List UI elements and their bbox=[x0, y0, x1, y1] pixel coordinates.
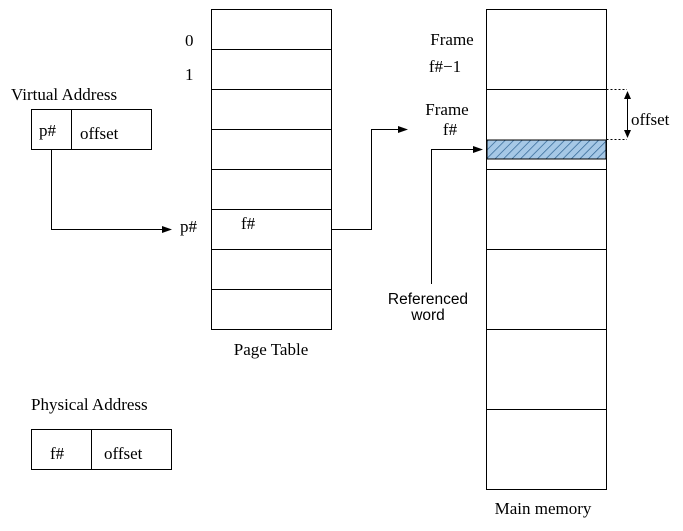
frame-prev-number: f#−1 bbox=[429, 57, 461, 76]
offset-measure-label: offset bbox=[631, 110, 670, 129]
virtual-offset-field: offset bbox=[80, 124, 119, 143]
page-table-row-frame-value: f# bbox=[241, 214, 256, 233]
frame-label: Frame bbox=[425, 100, 468, 119]
main-memory: Frame f#−1 Frame f# Referenced word Main… bbox=[388, 9, 607, 518]
referenced-word-label-line2: word bbox=[410, 307, 445, 324]
virtual-page-number-field: p# bbox=[39, 121, 57, 140]
physical-address-title: Physical Address bbox=[31, 395, 148, 414]
referenced-word-cell bbox=[486, 139, 607, 160]
main-memory-caption: Main memory bbox=[495, 499, 592, 518]
page-table-caption: Page Table bbox=[234, 340, 309, 359]
frame-number: f# bbox=[443, 120, 458, 139]
virtual-address-box bbox=[31, 109, 152, 150]
physical-frame-field: f# bbox=[50, 444, 65, 463]
referenced-word-arrow bbox=[431, 146, 483, 284]
referenced-word-label: Referenced bbox=[388, 291, 468, 308]
page-table-index-1: 1 bbox=[185, 65, 194, 84]
virtual-address-title: Virtual Address bbox=[11, 85, 117, 104]
page-table: 0 1 p# f# Page Table bbox=[180, 9, 332, 359]
frame-prev-label: Frame bbox=[430, 30, 473, 49]
page-table-index-0: 0 bbox=[185, 31, 194, 50]
physical-address: Physical Address f# offset bbox=[31, 395, 172, 470]
virtual-address: Virtual Address p# offset bbox=[11, 85, 152, 150]
physical-offset-field: offset bbox=[104, 444, 143, 463]
virtual-to-pagetable-arrow bbox=[51, 149, 172, 233]
physical-address-box bbox=[31, 429, 172, 470]
page-table-row-page-label: p# bbox=[180, 217, 198, 236]
pagetable-to-frame-arrow bbox=[331, 126, 408, 230]
offset-measure: offset bbox=[606, 89, 670, 140]
